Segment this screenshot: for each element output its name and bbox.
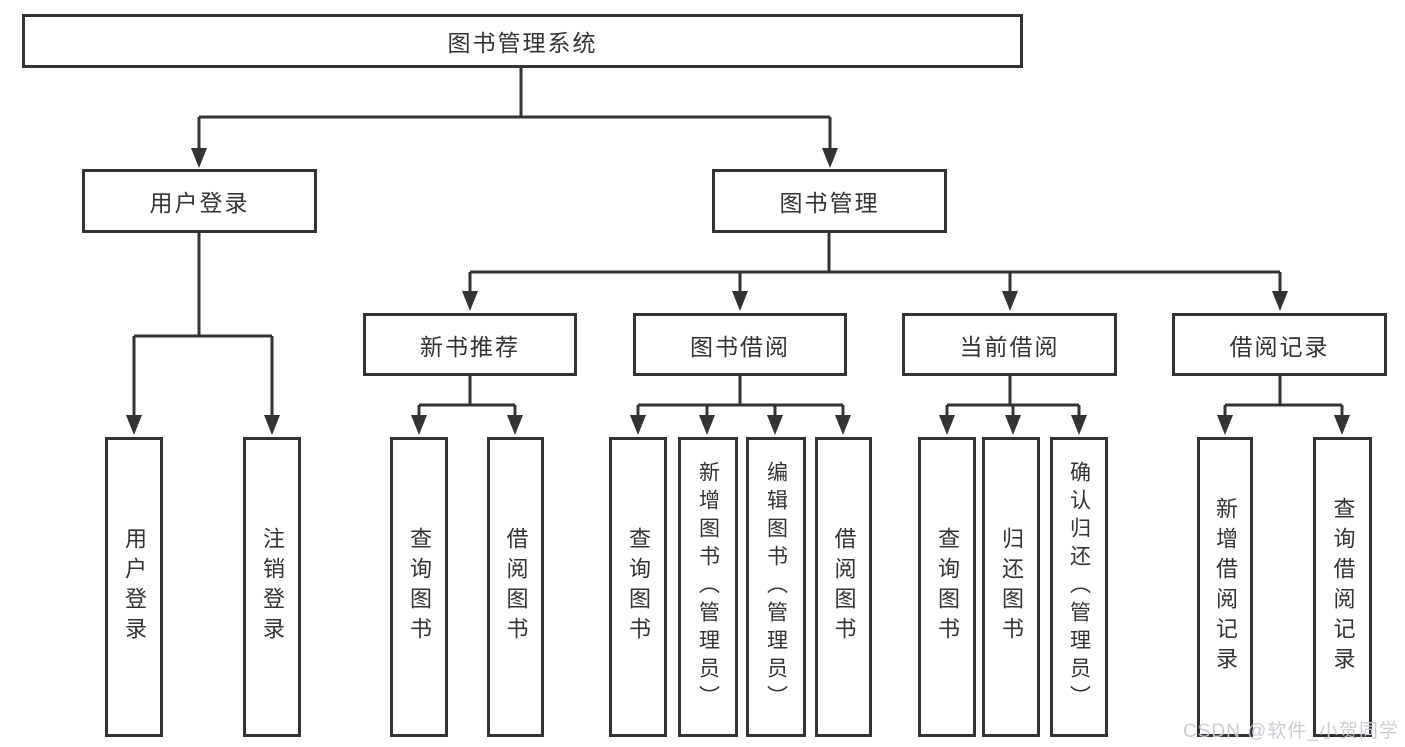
leaf-box-borrow-books-borrow: 借阅图书 xyxy=(815,437,872,737)
leaf-box-query-books-borrow: 查询图书 xyxy=(609,437,667,737)
leaf-box-query-borrow-record-label: 查询借阅记录 xyxy=(1330,497,1356,677)
leaf-box-confirm-return-admin: 确认归还（管理员） xyxy=(1050,437,1108,737)
module-box-current-borrowing: 当前借阅 xyxy=(902,313,1117,376)
leaf-box-add-borrow-record: 新增借阅记录 xyxy=(1197,437,1253,737)
csdn-watermark: CSDN @软件_小贺同学 xyxy=(1183,721,1399,742)
root-box-library-management-system: 图书管理系统 xyxy=(22,14,1023,68)
module-box-borrowing-records-label: 借阅记录 xyxy=(1229,333,1330,360)
branch-box-book-management: 图书管理 xyxy=(712,169,947,233)
leaf-box-confirm-return-admin-label: 确认归还（管理员） xyxy=(1067,461,1091,713)
leaf-box-return-books-label: 归还图书 xyxy=(999,527,1024,647)
leaf-box-query-books-newbook: 查询图书 xyxy=(390,437,448,737)
module-box-book-borrowing: 图书借阅 xyxy=(633,313,847,376)
leaf-box-borrow-books-newbook: 借阅图书 xyxy=(487,437,544,737)
module-box-new-book-recommendation-label: 新书推荐 xyxy=(420,333,520,360)
module-box-current-borrowing-label: 当前借阅 xyxy=(959,333,1060,360)
leaf-box-add-books-admin-label: 新增图书（管理员） xyxy=(696,461,720,713)
branch-box-user-login: 用户登录 xyxy=(82,169,317,233)
leaf-box-borrow-books-borrow-label: 借阅图书 xyxy=(831,527,857,647)
module-box-book-borrowing-label: 图书借阅 xyxy=(690,333,790,360)
leaf-box-query-borrow-record: 查询借阅记录 xyxy=(1313,437,1372,737)
leaf-box-edit-books-admin-label: 编辑图书（管理员） xyxy=(764,461,788,713)
branch-box-user-login-label: 用户登录 xyxy=(149,190,250,216)
leaf-box-query-books-borrow-label: 查询图书 xyxy=(626,527,651,647)
branch-box-book-management-label: 图书管理 xyxy=(779,190,880,216)
arrowheads xyxy=(126,148,1350,435)
leaf-box-query-books-current: 查询图书 xyxy=(918,437,976,737)
leaf-box-logout: 注销登录 xyxy=(243,437,301,737)
leaf-box-user-login-label: 用户登录 xyxy=(122,527,147,647)
leaf-box-borrow-books-newbook-label: 借阅图书 xyxy=(503,527,529,647)
leaf-box-logout-label: 注销登录 xyxy=(260,527,285,647)
leaf-box-query-books-newbook-label: 查询图书 xyxy=(407,527,432,647)
module-box-new-book-recommendation: 新书推荐 xyxy=(363,313,577,376)
leaf-box-return-books: 归还图书 xyxy=(982,437,1040,737)
root-box-label: 图书管理系统 xyxy=(447,30,598,56)
leaf-box-add-borrow-record-label: 新增借阅记录 xyxy=(1213,497,1238,677)
leaf-box-user-login: 用户登录 xyxy=(105,437,163,737)
leaf-box-query-books-current-label: 查询图书 xyxy=(935,527,960,647)
connector-paths xyxy=(132,68,1344,417)
leaf-box-edit-books-admin: 编辑图书（管理员） xyxy=(746,437,806,737)
leaf-box-add-books-admin: 新增图书（管理员） xyxy=(678,437,738,737)
module-box-borrowing-records: 借阅记录 xyxy=(1172,313,1387,376)
